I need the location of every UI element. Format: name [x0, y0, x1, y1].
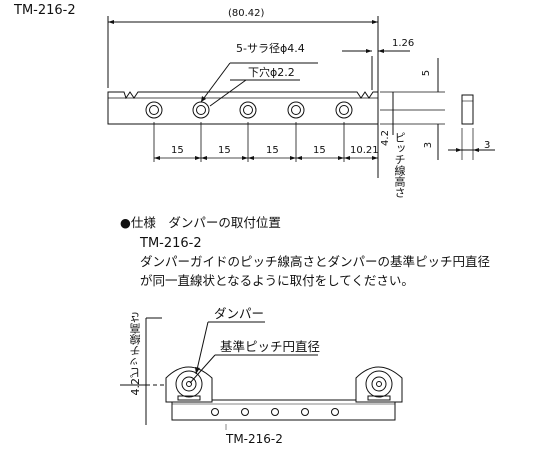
- spec-model: TM-216-2: [140, 236, 202, 251]
- pitch-2-label: 15: [218, 145, 231, 156]
- bottom-model-label: TM-216-2: [226, 432, 283, 446]
- damper-right: [355, 366, 403, 403]
- width-side-label: 3: [484, 140, 491, 151]
- top-model-label: TM-216-2: [14, 3, 76, 18]
- pitch-4-label: 15: [313, 145, 326, 156]
- damper-left: [165, 366, 213, 403]
- pitch-height-label-bottom: 4.2ピッチ線高さ: [129, 312, 142, 396]
- pcd-label: 基準ピッチ円直径: [220, 339, 321, 354]
- height-top-label: 5: [421, 69, 433, 77]
- height-bottom-label: 3: [423, 141, 435, 149]
- hole-spec-label: 5-サラ径ϕ4.4: [236, 42, 305, 55]
- spec-line-1: ダンパーガイドのピッチ線高さとダンパーの基準ピッチ円直径: [140, 254, 491, 269]
- pilot-spec-label: 下穴ϕ2.2: [248, 66, 295, 79]
- bottom-rack-holes: [211, 408, 339, 416]
- bullet-icon: ●: [120, 215, 131, 230]
- spec-heading: ●仕様 ダンパーの取付位置: [120, 215, 281, 230]
- offset-label: 1.26: [392, 38, 415, 49]
- overall-length-label: (80.42): [228, 8, 265, 19]
- pitch-5-label: 10.21: [350, 145, 379, 156]
- pitch-3-label: 15: [266, 145, 279, 156]
- pitch-1-label: 15: [171, 145, 184, 156]
- mounting-holes: [145, 101, 353, 119]
- height-line-label: 4.2: [379, 130, 391, 146]
- spec-line-2: が同一直線状となるように取付をしてください。: [140, 273, 414, 288]
- rack-outline: [107, 91, 379, 125]
- pitch-height-label-top: ピッチ線高さ: [393, 132, 406, 198]
- side-profile: [461, 94, 474, 125]
- damper-guide-rack: [171, 399, 396, 421]
- damper-label: ダンパー: [214, 306, 265, 321]
